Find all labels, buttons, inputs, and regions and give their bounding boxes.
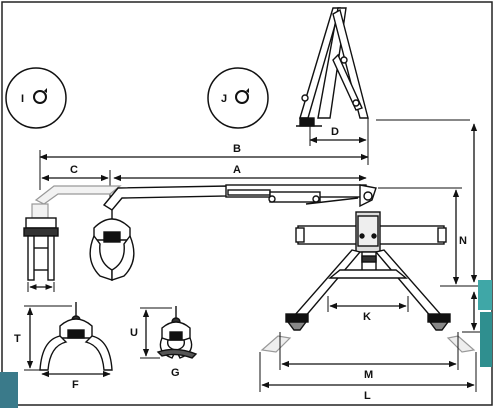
dimension-label-k: K: [363, 311, 371, 323]
dimension-f: F: [41, 370, 111, 391]
dimension-label-m: M: [364, 369, 373, 381]
grapple-open-view: [39, 302, 113, 371]
dimension-label-t: T: [14, 333, 21, 345]
rotation-label-i: I: [21, 93, 24, 105]
dimension-c: C: [41, 164, 111, 200]
dimension-label-u: U: [130, 327, 138, 339]
dimension-label-l: L: [364, 390, 371, 402]
dimension-label-d: D: [331, 126, 339, 138]
dimension-n: N: [378, 187, 478, 287]
rotate-icon: [33, 90, 47, 104]
rotation-label-j: J: [221, 93, 227, 105]
dimension-l: L: [259, 352, 477, 402]
dimension-k: K: [327, 296, 409, 323]
retracted-boom: [31, 185, 122, 219]
rotation-view-i: I: [5, 67, 67, 129]
outrigger-feet: [260, 335, 476, 353]
dimension-label-c: C: [70, 164, 78, 176]
base-stand: [285, 211, 451, 331]
rotation-view-j: J: [207, 67, 269, 129]
dimension-t: T: [14, 305, 72, 371]
dimension-label-n: N: [459, 235, 467, 247]
dimension-overall-height: [462, 123, 480, 333]
dimension-a: A: [113, 164, 367, 182]
boom-arm: [102, 184, 377, 211]
rotate-icon: [235, 90, 249, 104]
dimension-label-g: G: [171, 367, 180, 379]
dimension-u: U: [130, 307, 172, 359]
dimension-label-a: A: [233, 164, 241, 176]
edge-decoration: [0, 280, 492, 408]
grapple-side-view: [23, 217, 59, 281]
crane-folded-view: [296, 7, 369, 127]
grapple-extended: [89, 210, 135, 281]
dimension-grapple-width: [27, 282, 55, 292]
dimension-label-b: B: [233, 143, 241, 155]
dimension-b: B: [39, 143, 369, 190]
dimension-label-f: F: [72, 379, 79, 391]
grapple-closed-view: [156, 306, 198, 359]
dimension-m: M: [279, 332, 459, 381]
